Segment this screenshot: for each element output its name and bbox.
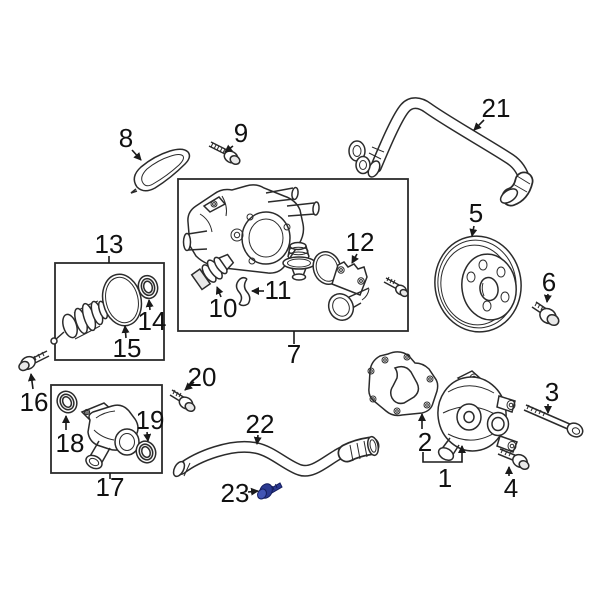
part-21-hose[interactable]	[348, 97, 534, 207]
callout-arrow-5	[469, 225, 478, 237]
part-1-water-pump[interactable]	[433, 370, 518, 463]
callout-label-20[interactable]: 20	[188, 362, 217, 392]
callout-label-21[interactable]: 21	[482, 93, 511, 123]
callout-label-4[interactable]: 4	[504, 473, 518, 503]
callout-arrow-8	[131, 149, 142, 161]
callout-label-11[interactable]: 11	[265, 275, 292, 305]
callout-arrow-10	[215, 286, 224, 298]
part-23-screw-highlighted[interactable]	[256, 482, 283, 501]
callout-arrow-22	[253, 434, 262, 445]
callout-label-18[interactable]: 18	[56, 428, 85, 458]
callout-label-2[interactable]: 2	[418, 427, 432, 457]
callout-label-6[interactable]: 6	[542, 267, 556, 297]
callout-arrow-16	[27, 373, 36, 390]
callout-label-3[interactable]: 3	[545, 377, 559, 407]
part-12-water-outlet[interactable]	[324, 261, 370, 325]
callout-label-23[interactable]: 23	[221, 478, 250, 508]
part-14-seal[interactable]	[136, 273, 160, 300]
callout-label-19[interactable]: 19	[136, 405, 165, 435]
part-22-hose[interactable]	[171, 435, 380, 479]
callout-arrow-19	[143, 431, 152, 442]
part-15-o-ring[interactable]	[98, 270, 147, 329]
callout-label-7[interactable]: 7	[287, 339, 301, 369]
group-7-thermostat-housing-kit[interactable]	[177, 178, 409, 332]
part-5-pulley[interactable]	[428, 230, 528, 338]
callout-arrow-12	[351, 253, 359, 264]
callout-label-9[interactable]: 9	[234, 118, 248, 148]
callout-label-1[interactable]: 1	[438, 463, 452, 493]
callout-arrows	[27, 119, 552, 496]
part-11-clip[interactable]	[235, 276, 251, 307]
callout-arrow-6	[543, 293, 552, 303]
part-3-bolt[interactable]	[523, 404, 585, 439]
part-7-thermostat-housing[interactable]	[182, 184, 320, 274]
callout-label-16[interactable]: 16	[20, 387, 49, 417]
part-20-screw[interactable]	[169, 389, 196, 413]
callout-arrow-21	[473, 119, 485, 131]
callout-label-17[interactable]: 17	[96, 472, 125, 502]
part-7-thermostat[interactable]	[282, 241, 316, 281]
callout-label-13[interactable]: 13	[95, 229, 124, 259]
callout-label-10[interactable]: 10	[209, 293, 238, 323]
callout-arrow-20	[184, 381, 195, 391]
part-8-gasket[interactable]	[130, 148, 191, 194]
part-7-bolt[interactable]	[383, 276, 409, 298]
part-13-thermostat[interactable]	[50, 300, 109, 345]
callout-arrow-15	[121, 325, 130, 339]
callout-label-5[interactable]: 5	[469, 198, 483, 228]
part-16-bolt[interactable]	[17, 350, 50, 372]
callout-arrow-9	[224, 144, 234, 153]
callout-label-22[interactable]: 22	[246, 409, 275, 439]
group-17-water-outlet-kit[interactable]	[50, 384, 163, 474]
group-13-thermostat-kit[interactable]	[50, 262, 165, 361]
box-17-frame	[50, 384, 163, 474]
part-4-bolt[interactable]	[497, 448, 530, 471]
callout-label-8[interactable]: 8	[119, 123, 133, 153]
part-10-sensor[interactable]	[190, 250, 237, 292]
part-6-bolt[interactable]	[531, 301, 561, 327]
part-19-seal[interactable]	[133, 438, 159, 466]
callout-label-15[interactable]: 15	[113, 333, 142, 363]
part-2-pump-gasket[interactable]	[367, 351, 439, 417]
part-18-seal[interactable]	[53, 388, 80, 416]
part-9-stud-bolt[interactable]	[208, 141, 241, 166]
callout-label-12[interactable]: 12	[346, 227, 375, 257]
callout-label-14[interactable]: 14	[138, 306, 167, 336]
callout-arrow-1	[422, 445, 466, 463]
callout-arrow-14	[145, 299, 154, 311]
box-7-frame	[177, 178, 409, 332]
part-17-water-outlet[interactable]	[80, 402, 140, 471]
callout-arrow-23	[247, 487, 259, 496]
